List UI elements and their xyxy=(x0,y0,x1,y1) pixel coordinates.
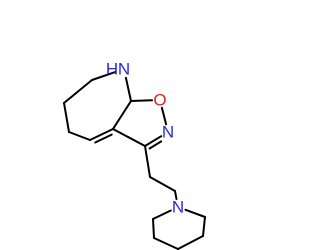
bond-n2-c3-double xyxy=(148,140,163,150)
bond-c3a-c8a xyxy=(112,100,132,130)
bond-c3-c3a xyxy=(112,128,146,147)
bond-o-n2 xyxy=(160,106,168,126)
bond-c8a-o xyxy=(130,99,153,102)
bond-c6-c7 xyxy=(63,79,93,104)
bond-np-p1 xyxy=(152,209,172,220)
bond-c5-c6 xyxy=(63,102,70,133)
bond-p5-np xyxy=(184,208,206,218)
atom-label-nh: N xyxy=(118,60,130,79)
bond-p2-p3 xyxy=(153,237,179,250)
bond-c7-nh xyxy=(91,70,117,81)
bond-e1-e2 xyxy=(149,176,176,192)
atom-label-nh-hydrogen: H xyxy=(106,60,118,79)
bond-n2-c3 xyxy=(144,135,163,147)
bond-p3-p4 xyxy=(177,235,204,250)
bond-c4-c5 xyxy=(68,131,91,141)
bond-c3a-c4-double xyxy=(94,133,113,144)
bond-c3-e1 xyxy=(144,145,151,178)
bond-p4-p5 xyxy=(202,216,206,237)
bond-e2-np xyxy=(174,190,178,201)
atom-label-o: O xyxy=(153,91,166,110)
bond-c3a-c4 xyxy=(89,128,114,141)
bond-nh-c8a xyxy=(124,76,132,102)
atom-label-n-ring: N xyxy=(162,123,174,142)
bond-set xyxy=(63,70,206,250)
atom-label-n-piperidine: N xyxy=(172,198,184,217)
bond-p1-p2 xyxy=(152,218,155,239)
